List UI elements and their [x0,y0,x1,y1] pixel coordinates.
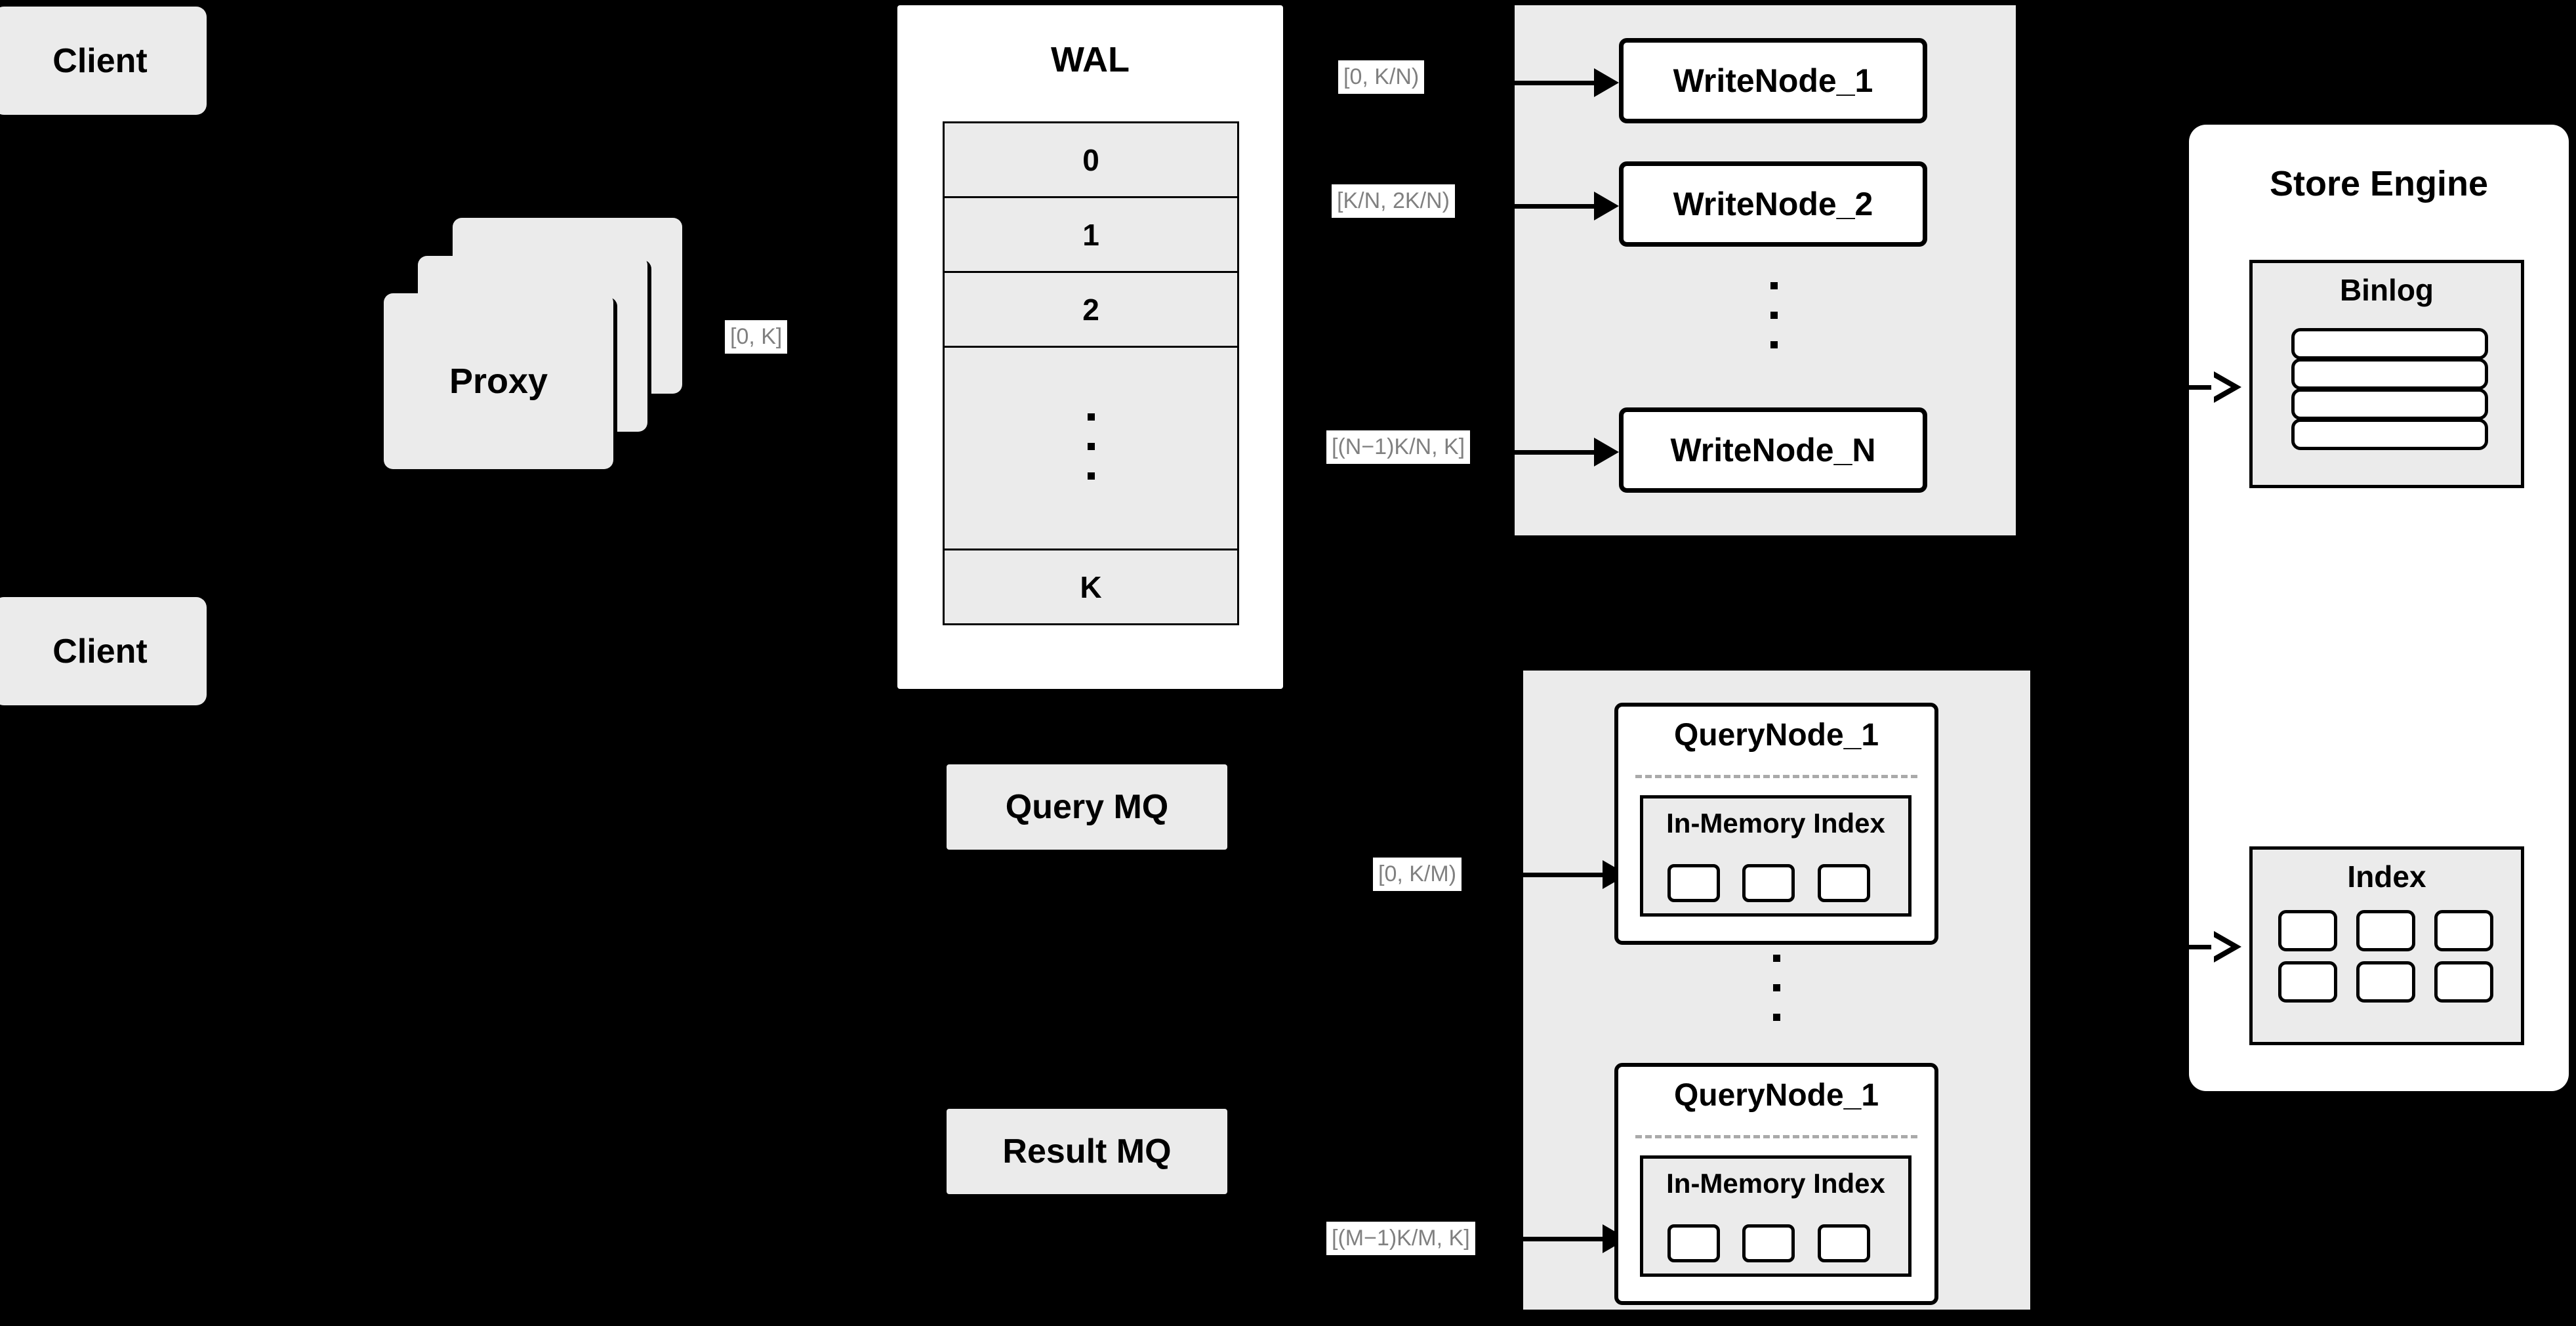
query-node-1-index-label: In-Memory Index [1666,808,1885,839]
arrow-to-binlog-head [2211,371,2241,403]
index-chip[interactable] [1667,1224,1720,1262]
write-node-1-range-label: [0, K/N) [1338,60,1425,94]
result-mq-label: Result MQ [1002,1132,1172,1171]
arrow-to-write-node-2-head [1594,192,1619,220]
arrow-to-binlog-line [2189,385,2215,390]
binlog-row[interactable] [2291,419,2488,450]
wal-entry-2[interactable]: 2 [943,271,1239,348]
wal-entry-k[interactable]: K [943,549,1239,625]
write-node-n-range-label: [(N−1)K/N, K] [1326,430,1471,464]
wal-title: WAL [1051,40,1130,79]
arrow-to-index-line [2189,945,2215,949]
query-node-1-divider [1635,775,1917,778]
write-node-n-label: WriteNode_N [1670,432,1876,468]
write-node-1[interactable]: WriteNode_1 [1619,38,1927,123]
index-panel: Index [2249,846,2524,1045]
query-node-m[interactable]: QueryNode_1 In-Memory Index [1614,1063,1938,1305]
write-node-2-range-label: [K/N, 2K/N) [1332,184,1455,218]
query-node-1-title: QueryNode_1 [1673,718,1879,753]
store-index-chip[interactable] [2278,961,2337,1003]
client-box-2[interactable]: Client [0,597,207,705]
write-node-2[interactable]: WriteNode_2 [1619,161,1927,247]
wal-entry-label-0: 0 [1082,142,1099,177]
write-node-ellipsis [1765,282,1783,348]
result-mq-box[interactable]: Result MQ [947,1109,1227,1194]
store-index-chip[interactable] [2356,961,2415,1003]
wal-entry-label-k: K [1080,570,1102,604]
binlog-row[interactable] [2291,328,2488,360]
arrow-to-write-node-n-head [1594,438,1619,466]
query-node-m-index-label: In-Memory Index [1666,1168,1885,1199]
query-node-1[interactable]: QueryNode_1 In-Memory Index [1614,703,1938,945]
index-chip[interactable] [1818,864,1870,902]
wal-entry-1[interactable]: 1 [943,196,1239,273]
query-mq-label: Query MQ [1005,788,1169,826]
store-index-chip[interactable] [2356,910,2415,951]
query-node-m-title: QueryNode_1 [1673,1078,1879,1113]
write-node-1-label: WriteNode_1 [1673,62,1873,99]
store-index-chip[interactable] [2278,910,2337,951]
arrow-to-write-node-2-line [1515,204,1600,209]
proxy-label: Proxy [449,362,548,401]
write-node-2-label: WriteNode_2 [1673,186,1873,222]
arrow-to-write-node-1-line [1515,81,1600,85]
arrow-to-write-node-n-line [1515,450,1600,455]
client-label-1: Client [52,41,148,80]
index-chip[interactable] [1742,1224,1795,1262]
query-node-1-in-memory-index: In-Memory Index [1640,795,1912,917]
query-node-m-divider [1635,1135,1917,1138]
store-index-chip[interactable] [2434,961,2493,1003]
wal-entry-label-1: 1 [1082,217,1099,252]
binlog-row[interactable] [2291,388,2488,420]
query-node-ellipsis [1767,955,1786,1021]
index-chip[interactable] [1667,864,1720,902]
binlog-panel: Binlog [2249,260,2524,488]
client-label-2: Client [52,632,148,671]
index-chip[interactable] [1818,1224,1870,1262]
index-chip[interactable] [1742,864,1795,902]
query-node-m-in-memory-index: In-Memory Index [1640,1155,1912,1277]
proxy-card-front[interactable]: Proxy [384,293,613,469]
arrow-to-index-head [2211,931,2241,963]
query-node-1-range-label: [0, K/M) [1373,858,1462,891]
store-engine-title: Store Engine [2269,164,2489,203]
arrow-to-write-node-1-head [1594,68,1619,97]
query-mq-box[interactable]: Query MQ [947,764,1227,850]
client-box-1[interactable]: Client [0,7,207,115]
binlog-title: Binlog [2339,273,2434,307]
store-index-chip[interactable] [2434,910,2493,951]
arrow-to-query-node-1-line [1523,873,1608,877]
query-node-m-range-label: [(M−1)K/M, K] [1326,1222,1475,1255]
arrow-to-query-node-m-line [1523,1237,1608,1241]
wal-ellipsis [1082,413,1100,480]
write-node-n[interactable]: WriteNode_N [1619,407,1927,493]
binlog-row[interactable] [2291,358,2488,390]
wal-entry-label-2: 2 [1082,292,1099,327]
index-title: Index [2347,860,2426,894]
wal-entry-0[interactable]: 0 [943,121,1239,198]
proxy-out-range-label: [0, K] [725,320,788,354]
